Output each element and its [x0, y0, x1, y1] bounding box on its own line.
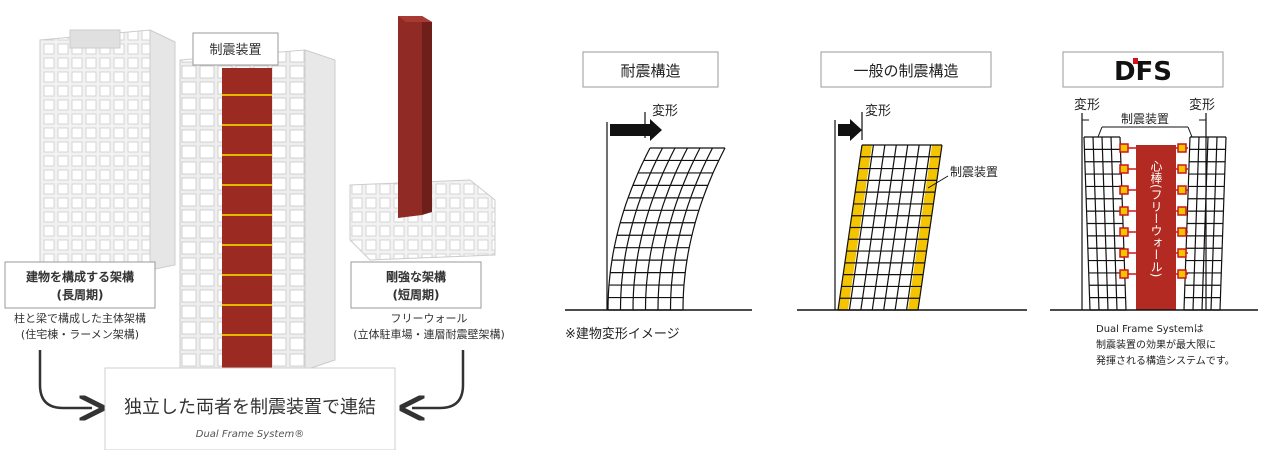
general-deform-label: 変形: [865, 103, 891, 119]
panel-seismic: 耐震構造 変形 ※建物変形イメージ: [565, 51, 752, 342]
dfs-logo: DFS: [1114, 57, 1172, 87]
frame-title: 建物を構成する架構: [25, 269, 134, 284]
panel-general-damping: 一般の制震構造 変形 制震装置: [797, 51, 1027, 311]
damper-label-box: [192, 32, 279, 66]
dfs-damper-label: 制震装置: [1121, 112, 1169, 126]
center-dampers: [222, 94, 272, 336]
dfs-right-frame-grid: [1183, 136, 1227, 311]
arrow-left-icon: [38, 350, 92, 408]
deformation-note: ※建物変形イメージ: [565, 326, 680, 342]
frame-period: (長周期): [57, 287, 104, 302]
seismic-building-grid: [607, 147, 726, 311]
strong-frame-label: 剛強な架構 (短周期) フリーウォール (立体駐車場・連層耐震壁架構): [350, 261, 505, 341]
free-wall-core: [1136, 145, 1176, 310]
strong-desc-2: (立体駐車場・連層耐震壁架構): [353, 327, 505, 341]
free-wall-tower-right: [349, 16, 496, 261]
arrow-right-icon: [412, 350, 465, 408]
dfs-logo-accent: [1133, 58, 1138, 64]
dfs-caption-2: 制震装置の効果が最大限に: [1096, 338, 1216, 351]
main-caption-sub: Dual Frame System®: [196, 429, 304, 440]
dfs-left-frame-grid: [1083, 136, 1127, 311]
seismic-title-box: [582, 51, 719, 88]
strong-period: (短周期): [393, 287, 440, 302]
frame-tower-left: [39, 29, 176, 281]
strong-title: 剛強な架構: [386, 269, 446, 284]
dfs-dampers: [1119, 143, 1188, 279]
dfs-tower-center: 制震装置: [179, 32, 336, 381]
general-title: 一般の制震構造: [853, 62, 958, 80]
dfs-caption-3: 発揮される構造システムです。: [1096, 354, 1235, 367]
general-damper-label: 制震装置: [950, 165, 998, 179]
general-deform-arrow-icon: [838, 119, 862, 141]
general-damper-leader: [927, 175, 949, 189]
core-label: 心棒(フリーウォール): [1149, 160, 1163, 278]
red-core: [222, 68, 272, 368]
main-caption-box: 独立した両者を制震装置で連結 Dual Frame System®: [104, 367, 396, 450]
seismic-title: 耐震構造: [620, 62, 680, 80]
frame-label: 建物を構成する架構 (長周期) 柱と梁で構成した主体架構 (住宅棟・ラーメン架構…: [4, 261, 156, 341]
frame-desc-1: 柱と梁で構成した主体架構: [14, 311, 146, 325]
left-illustration: 制震装置 建物を構成する架構 (長周期) 柱と梁で構成した主体架構 (住宅棟・ラ…: [4, 16, 505, 450]
general-title-box: [820, 51, 992, 88]
damper-label: 制震装置: [209, 43, 261, 58]
seismic-deform-arrow-icon: [610, 119, 662, 141]
general-building-grid: [837, 144, 943, 311]
seismic-deform-label: 変形: [652, 103, 678, 119]
strong-desc-1: フリーウォール: [391, 312, 468, 325]
panel-dfs: DFS 変形 変形 制震装置 心棒(フリーウォール) Dual Frame Sy…: [1050, 51, 1258, 367]
dfs-title-box: [1062, 51, 1224, 88]
dfs-caption-1: Dual Frame Systemは: [1096, 323, 1204, 335]
main-caption: 独立した両者を制震装置で連結: [124, 397, 376, 418]
dfs-deform-right-label: 変形: [1189, 97, 1215, 113]
frame-desc-2: (住宅棟・ラーメン架構): [21, 327, 139, 341]
dfs-deform-left-label: 変形: [1074, 97, 1100, 113]
